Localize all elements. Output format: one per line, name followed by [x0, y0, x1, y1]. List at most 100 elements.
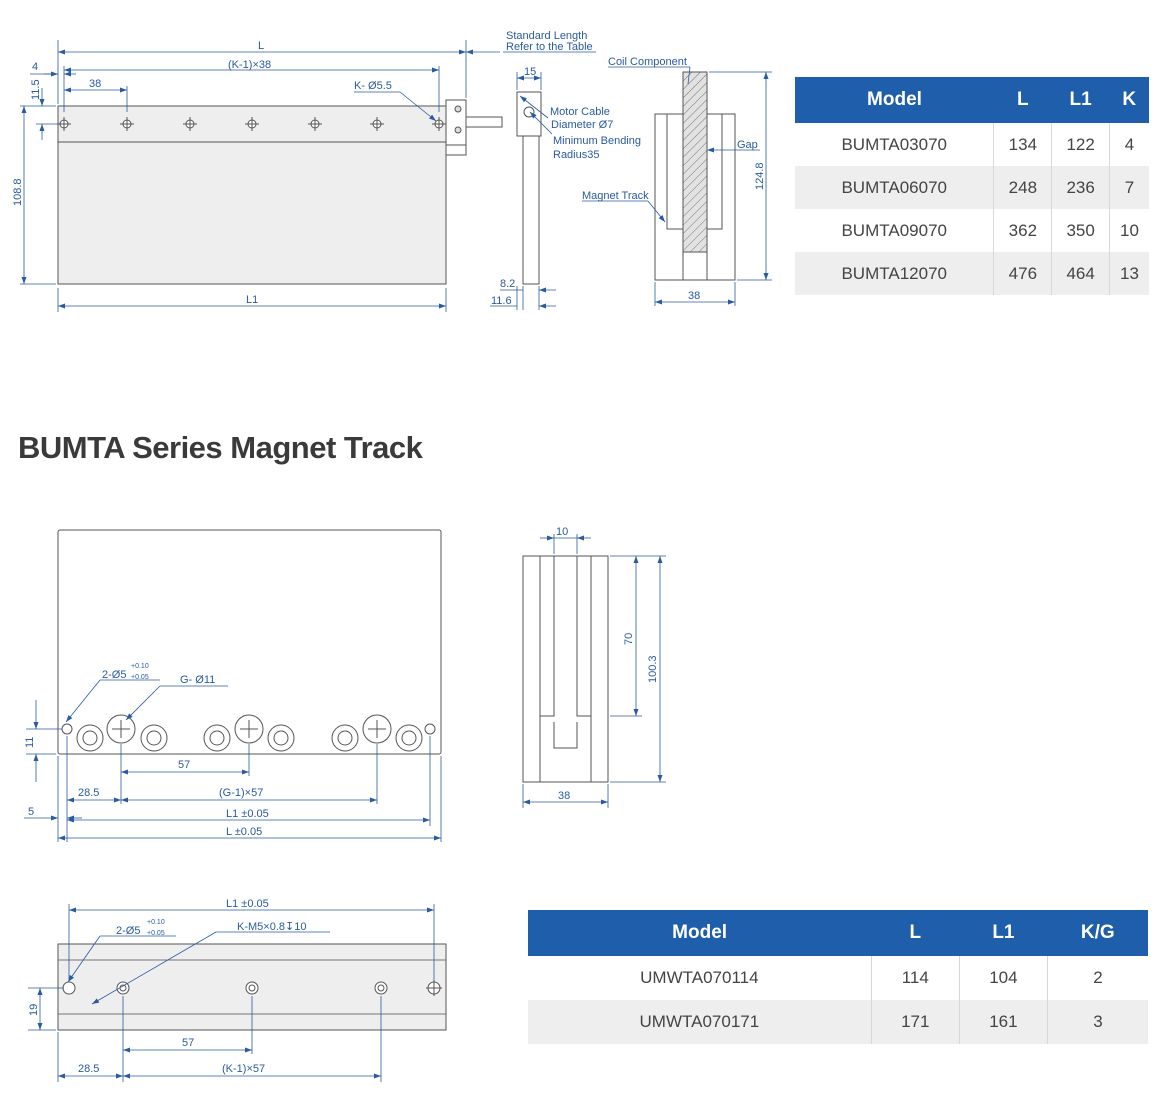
magnet-track-top-view: L1 ±0.05 2-Ø5 +0.10 +0.05 K-M5×0.8↧10 19… [28, 898, 447, 1082]
dim-k-pitch-bottom: (K-1)×57 [222, 1063, 265, 1075]
header-L: L [993, 77, 1052, 123]
gap-label: Gap [737, 139, 758, 151]
cell-K: 7 [1109, 166, 1149, 209]
motor-side-view: 15 Motor Cable Diameter Ø7 Minimum Bendi… [490, 66, 641, 310]
cell-model: UMWTA070114 [528, 956, 872, 1000]
left-magnet [666, 113, 684, 230]
cell-model: BUMTA12070 [795, 252, 995, 295]
dim-108-8: 108.8 [12, 178, 24, 206]
dim-11-5: 11.5 [30, 79, 42, 100]
cell-L: 362 [993, 209, 1053, 252]
cell-K: 10 [1120, 220, 1139, 240]
track-top-holes [62, 980, 442, 996]
dim-38: 38 [89, 78, 101, 90]
cable-label-3: Minimum Bending [553, 135, 641, 147]
cable-label-2: Diameter Ø7 [551, 119, 613, 131]
magnet-track-label: Magnet Track [582, 190, 649, 202]
table-row: UMWTA070171 171 161 3 [528, 1000, 1148, 1044]
dim-8-2: 8.2 [500, 278, 515, 290]
magnet-track-front-view: 2-Ø5 +0.10 +0.05 G- Ø11 11 57 28.5 (G-1)… [24, 529, 442, 842]
dim-28-5-mid: 28.5 [78, 787, 99, 799]
standard-length-2: Refer to the Table [506, 41, 593, 53]
table-row: BUMTA12070 476 464 13 [795, 252, 1149, 295]
dim-k-pitch: (K-1)×38 [228, 59, 271, 71]
cell-L: 134 [993, 123, 1053, 166]
cell-L1: 161 [959, 1000, 1048, 1044]
k-m5-label: K-M5×0.8↧10 [237, 921, 306, 933]
two-phi5-bottom: 2-Ø5 [116, 925, 140, 937]
dim-L-tol-mid: L ±0.05 [226, 826, 262, 838]
motor-front-view: L (K-1)×38 4 38 K- Ø5.5 11.5 108.8 L1 St… [12, 30, 596, 312]
cell-L1: 122 [1051, 123, 1111, 166]
tol-plus-bottom: +0.10 [147, 919, 165, 926]
cell-model: UMWTA070171 [528, 1000, 872, 1044]
dim-100-3: 100.3 [647, 655, 659, 683]
dim-124-8: 124.8 [754, 162, 766, 190]
assembly-section-view: Coil Component Gap Magnet Track 124.8 38 [582, 56, 772, 306]
magnet-track-side-view: 10 70 100.3 38 [522, 526, 666, 808]
dim-L1: L1 [246, 294, 258, 306]
cell-KG: 2 [1093, 968, 1103, 987]
section-title: BUMTA Series Magnet Track [18, 430, 423, 465]
table-row: UMWTA070114 114 104 2 [528, 956, 1148, 1000]
dim-11: 11 [24, 737, 36, 748]
cell-L: 476 [993, 252, 1053, 295]
dim-g-pitch: (G-1)×57 [219, 787, 263, 799]
table-header-row: Model L L1 K/G [528, 910, 1148, 956]
track-side-left-magnet [539, 555, 555, 717]
track-side-right-magnet [576, 555, 592, 717]
table-row: BUMTA09070 362 350 10 [795, 209, 1149, 252]
header-model: Model [795, 77, 994, 123]
dim-k-holes: K- Ø5.5 [354, 80, 392, 92]
dim-4: 4 [32, 61, 38, 73]
header-K: K [1109, 77, 1149, 123]
dim-11-6: 11.6 [491, 295, 512, 307]
coil-component-section [682, 71, 708, 253]
dim-10: 10 [556, 526, 568, 538]
coil-component-label: Coil Component [608, 56, 687, 68]
dim-15: 15 [524, 66, 536, 78]
dim-L: L [258, 40, 264, 52]
dim-19: 19 [28, 1004, 40, 1016]
dim-38-side: 38 [558, 790, 570, 802]
cell-L: 248 [993, 166, 1053, 209]
dim-5: 5 [28, 806, 34, 818]
header-L: L [871, 910, 960, 956]
header-L1: L1 [959, 910, 1048, 956]
right-magnet [705, 113, 723, 230]
track-holes [61, 714, 436, 752]
track-base [682, 251, 708, 281]
dim-L1-tol-bottom: L1 ±0.05 [226, 898, 269, 910]
track-front-plate [57, 529, 442, 755]
g-phi11-label: G- Ø11 [180, 674, 215, 686]
motor-cable [465, 116, 503, 128]
header-L1: L1 [1051, 77, 1110, 123]
table-row: BUMTA03070 134 122 4 [795, 123, 1149, 166]
cell-K: 4 [1124, 134, 1135, 154]
cell-model: BUMTA06070 [795, 166, 995, 209]
motor-spec-table: Model L L1 K BUMTA03070 134 122 4 BUMTA0… [795, 77, 1149, 295]
cable-label-1: Motor Cable [550, 106, 610, 118]
two-phi5-label: 2-Ø5 [102, 669, 126, 681]
cell-L: 171 [871, 1000, 960, 1044]
cable-clamp [445, 144, 467, 156]
cell-L1: 350 [1051, 209, 1111, 252]
tol-minus-bottom: +0.05 [147, 930, 165, 937]
mount-holes [57, 105, 462, 134]
dim-28-5-bottom: 28.5 [78, 1063, 99, 1075]
dim-70: 70 [623, 633, 635, 645]
tol-plus-mid: +0.10 [131, 663, 149, 670]
dim-38-assembly: 38 [688, 290, 700, 302]
header-model: Model [528, 910, 872, 956]
dim-57-bottom: 57 [182, 1037, 194, 1049]
motor-coil-body [57, 141, 447, 285]
tol-minus-mid: +0.05 [131, 674, 149, 681]
cell-KG: 3 [1047, 1000, 1148, 1044]
track-spec-table: Model L L1 K/G UMWTA070114 114 104 2 UMW… [528, 910, 1148, 1044]
cell-L1: 464 [1051, 252, 1111, 295]
table-header-row: Model L L1 K [795, 77, 1149, 123]
dim-57-mid: 57 [178, 759, 190, 771]
cell-model: BUMTA03070 [795, 123, 995, 166]
header-KG: K/G [1047, 910, 1148, 956]
